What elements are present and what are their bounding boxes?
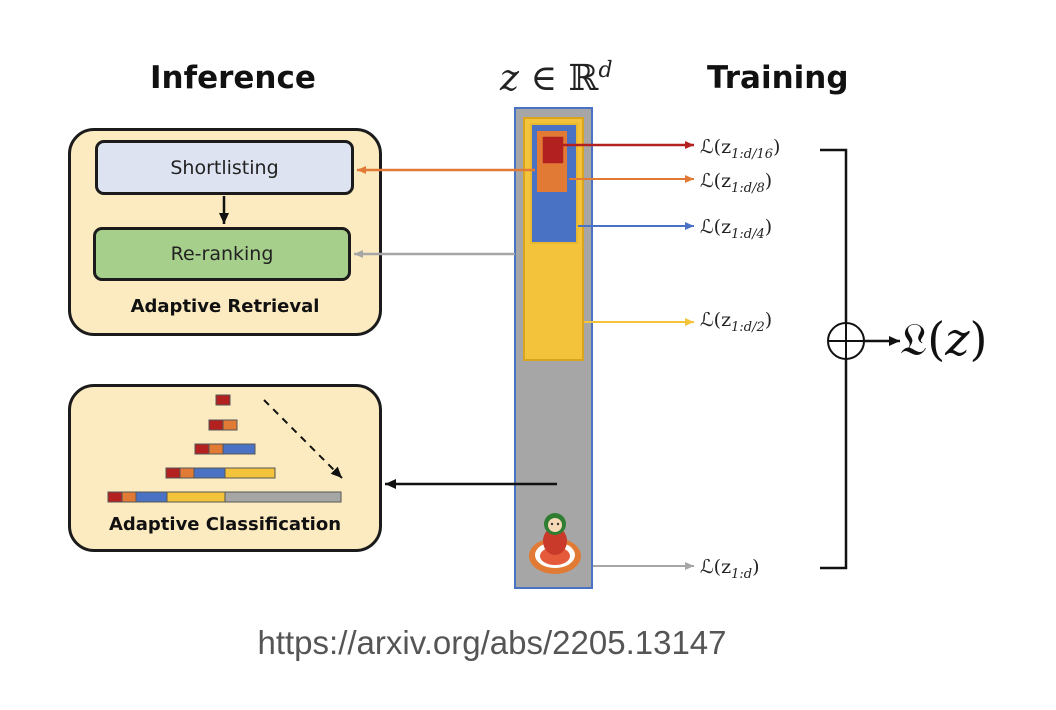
total-loss: 𝔏(z) bbox=[900, 312, 988, 366]
loss-d8: ℒ(z1:d/8) bbox=[700, 170, 773, 196]
matryoshka-doll-icon bbox=[529, 513, 581, 574]
adaptive-retrieval-caption: Adaptive Retrieval bbox=[130, 296, 320, 317]
embedding-formula: z ∈ ℝd bbox=[500, 58, 613, 99]
loss-d2: ℒ(z1:d/2) bbox=[700, 309, 773, 335]
training-heading: Training bbox=[707, 60, 849, 96]
loss-d4: ℒ(z1:d/4) bbox=[700, 216, 773, 242]
loss-d: ℒ(z1:d) bbox=[700, 556, 760, 582]
embedding-vector-full bbox=[514, 107, 593, 589]
loss-d16: ℒ(z1:d/16) bbox=[700, 136, 781, 162]
shortlisting-box: Shortlisting bbox=[95, 140, 354, 195]
adaptive-classification-caption: Adaptive Classification bbox=[108, 514, 342, 535]
element-of-symbol: ∈ bbox=[530, 58, 558, 99]
embedding-dim: d bbox=[598, 58, 613, 83]
real-space-symbol: ℝ bbox=[568, 58, 599, 99]
embedding-half bbox=[523, 117, 584, 361]
embedding-quarter bbox=[530, 123, 578, 244]
loss-bracket bbox=[820, 148, 848, 570]
inference-heading: Inference bbox=[150, 60, 316, 96]
embedding-var: z bbox=[500, 58, 519, 99]
embedding-eighth bbox=[535, 129, 569, 194]
source-url[interactable]: https://arxiv.org/abs/2205.13147 bbox=[257, 624, 727, 661]
oplus-circle bbox=[827, 322, 865, 360]
reranking-box: Re-ranking bbox=[93, 227, 351, 281]
embedding-sixteenth bbox=[541, 135, 565, 165]
